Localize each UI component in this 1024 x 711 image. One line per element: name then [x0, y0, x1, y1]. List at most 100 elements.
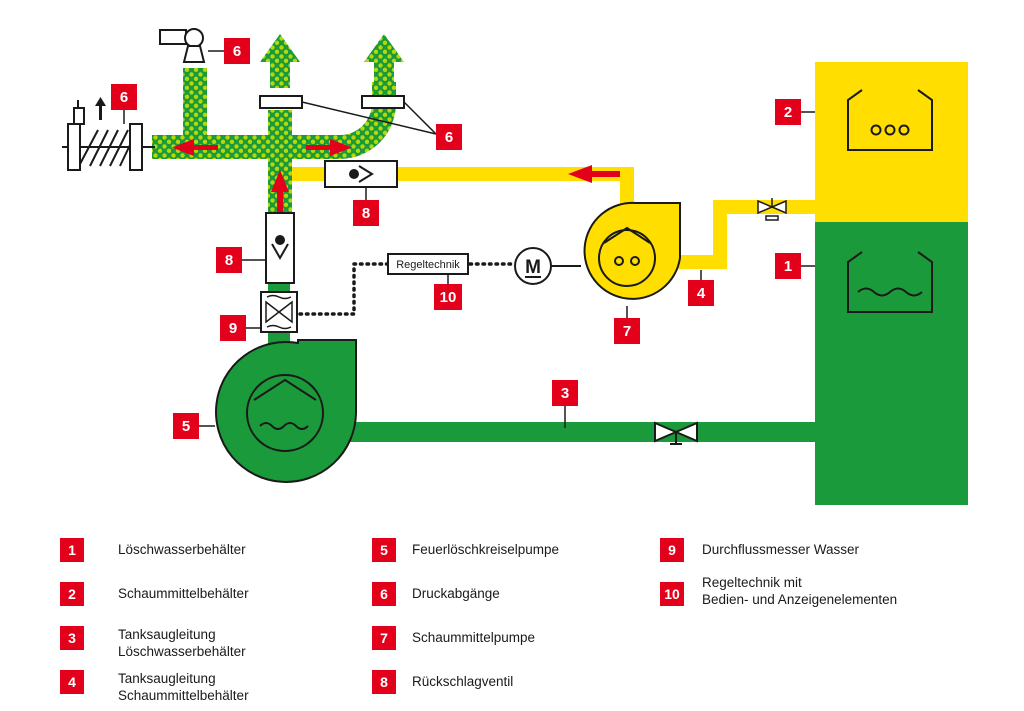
hose-reel-icon — [62, 100, 155, 171]
legend-item-1: 1 Löschwasserbehälter — [60, 538, 246, 562]
legend-badge: 9 — [660, 538, 684, 562]
legend-item-5: 5 Feuerlöschkreiselpumpe — [372, 538, 559, 562]
flow-arrow-up — [271, 170, 289, 212]
check-valve-ball — [275, 235, 285, 245]
legend-badge: 2 — [60, 582, 84, 606]
badge-flow-meter: 9 — [220, 315, 246, 341]
legend-label: Feuerlöschkreiselpumpe — [412, 542, 560, 557]
svg-text:6: 6 — [445, 129, 453, 146]
foam-pump-dot — [630, 256, 640, 266]
legend-badge: 3 — [60, 626, 84, 650]
svg-text:2: 2 — [784, 104, 792, 121]
svg-text:8: 8 — [362, 205, 370, 222]
badge-check-valve-foam: 8 — [353, 200, 379, 226]
signal-line-flowmeter — [298, 262, 390, 316]
legend-item-2: 2 Schaummittelbehälter — [60, 582, 249, 606]
svg-text:7: 7 — [623, 323, 631, 340]
badge-outlet-nozzle: 6 — [224, 38, 250, 64]
leader-line — [301, 101, 437, 135]
flow-meter-symbol — [265, 294, 293, 330]
foam-outlet-arrow-right — [364, 34, 404, 88]
monitor-nozzle-icon — [159, 28, 206, 63]
badge-check-valve-water: 8 — [216, 247, 242, 273]
legend-label: Durchflussmesser Wasser — [702, 542, 860, 557]
badge-control: 10 — [434, 284, 462, 310]
svg-text:8: 8 — [225, 252, 233, 269]
foam-pump-symbol — [603, 226, 651, 244]
foam-outlet-arrow-left — [260, 34, 300, 88]
badge-foam-pump: 7 — [614, 318, 640, 344]
foam-tank-symbol — [847, 89, 933, 151]
check-valve-foam-seat — [358, 165, 374, 183]
fire-pump-water-wave — [259, 422, 309, 430]
check-valve-seat — [271, 243, 289, 261]
svg-text:3: 3 — [561, 385, 569, 402]
foam-tank — [815, 62, 968, 222]
legend-badge: 8 — [372, 670, 396, 694]
foam-pipe-left-riser — [183, 68, 207, 148]
foam-pump-impeller — [598, 229, 656, 287]
foam-system-diagram: M Regeltechnik — [62, 28, 968, 505]
badge-suction-foam: 4 — [688, 280, 714, 306]
check-valve-water — [265, 212, 295, 284]
foam-pipe-bend — [292, 82, 396, 159]
gate-valve-water — [654, 421, 698, 445]
motor-icon — [514, 247, 552, 285]
badge-fire-pump: 5 — [173, 413, 199, 439]
suction-line-water — [330, 422, 818, 442]
legend-label: Rückschlagventil — [412, 674, 514, 689]
legend-item-6: 6 Druckabgänge — [372, 582, 500, 606]
svg-text:4: 4 — [697, 285, 706, 302]
badge-tank-foam: 2 — [775, 99, 801, 125]
badge-leaders — [123, 50, 815, 428]
legend-label: Druckabgänge — [412, 586, 500, 601]
legend-item-9: 9 Durchflussmesser Wasser — [660, 538, 859, 562]
legend-badge: 6 — [372, 582, 396, 606]
badge-suction-water: 3 — [552, 380, 578, 406]
legend-label: Schaummittelpumpe — [412, 630, 536, 645]
control-unit-label: Regeltechnik — [396, 259, 460, 271]
hose-reel-arrow-icon — [95, 97, 106, 120]
fire-pump-casing — [215, 339, 357, 483]
svg-text:10: 10 — [440, 289, 457, 306]
svg-text:5: 5 — [182, 418, 190, 435]
legend-item-7: 7 Schaummittelpumpe — [372, 626, 535, 650]
check-valve-foam-ball — [349, 169, 359, 179]
check-valve-foam — [324, 160, 398, 188]
badge-outlet-left: 6 — [111, 84, 137, 110]
foam-pump-dot — [614, 256, 624, 266]
svg-text:1: 1 — [784, 258, 792, 275]
flow-arrow-foam — [568, 165, 620, 183]
legend-label: Löschwasserbehälter — [118, 542, 246, 557]
legend-badge: 5 — [372, 538, 396, 562]
flow-arrow-left — [172, 139, 218, 156]
outlet-plate-right — [361, 95, 405, 109]
svg-text:9: 9 — [229, 320, 237, 337]
legend-item-8: 8 Rückschlagventil — [372, 670, 513, 694]
badge-tank-water: 1 — [775, 253, 801, 279]
legend-badge: 7 — [372, 626, 396, 650]
foam-pump-casing — [583, 201, 681, 300]
control-unit — [387, 253, 469, 275]
svg-text:6: 6 — [120, 89, 128, 106]
fire-pump-impeller — [246, 374, 324, 452]
motor-label: M — [525, 257, 541, 278]
legend-label: Schaummittelbehälter — [118, 586, 249, 601]
legend: 1 Löschwasserbehälter 2 Schaummittelbehä… — [0, 520, 1024, 711]
water-tank-symbol — [847, 251, 933, 313]
water-tank — [815, 222, 968, 505]
flow-arrow-right — [306, 139, 352, 156]
legend-badge: 1 — [60, 538, 84, 562]
legend-badge: 10 — [660, 582, 684, 606]
badge-outlet-right: 6 — [436, 124, 462, 150]
leader-line — [403, 101, 437, 135]
outlet-plate-left — [259, 95, 303, 109]
legend-badge: 4 — [60, 670, 84, 694]
fire-pump-symbol — [253, 378, 317, 401]
